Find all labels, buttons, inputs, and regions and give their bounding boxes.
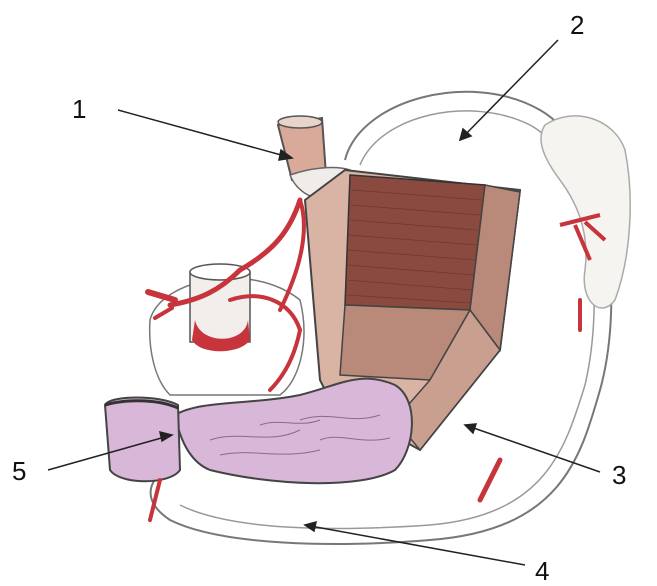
label-2: 2 xyxy=(570,12,584,38)
leader-2 xyxy=(460,40,558,140)
label-1: 1 xyxy=(72,96,86,122)
label-3: 3 xyxy=(612,462,626,488)
esophagus-opening xyxy=(278,116,322,128)
spleen-outline xyxy=(541,116,630,308)
label-5: 5 xyxy=(12,458,26,484)
leader-4 xyxy=(305,525,525,565)
label-4: 4 xyxy=(535,558,549,584)
leader-1 xyxy=(118,110,292,158)
pylorus xyxy=(105,398,180,482)
